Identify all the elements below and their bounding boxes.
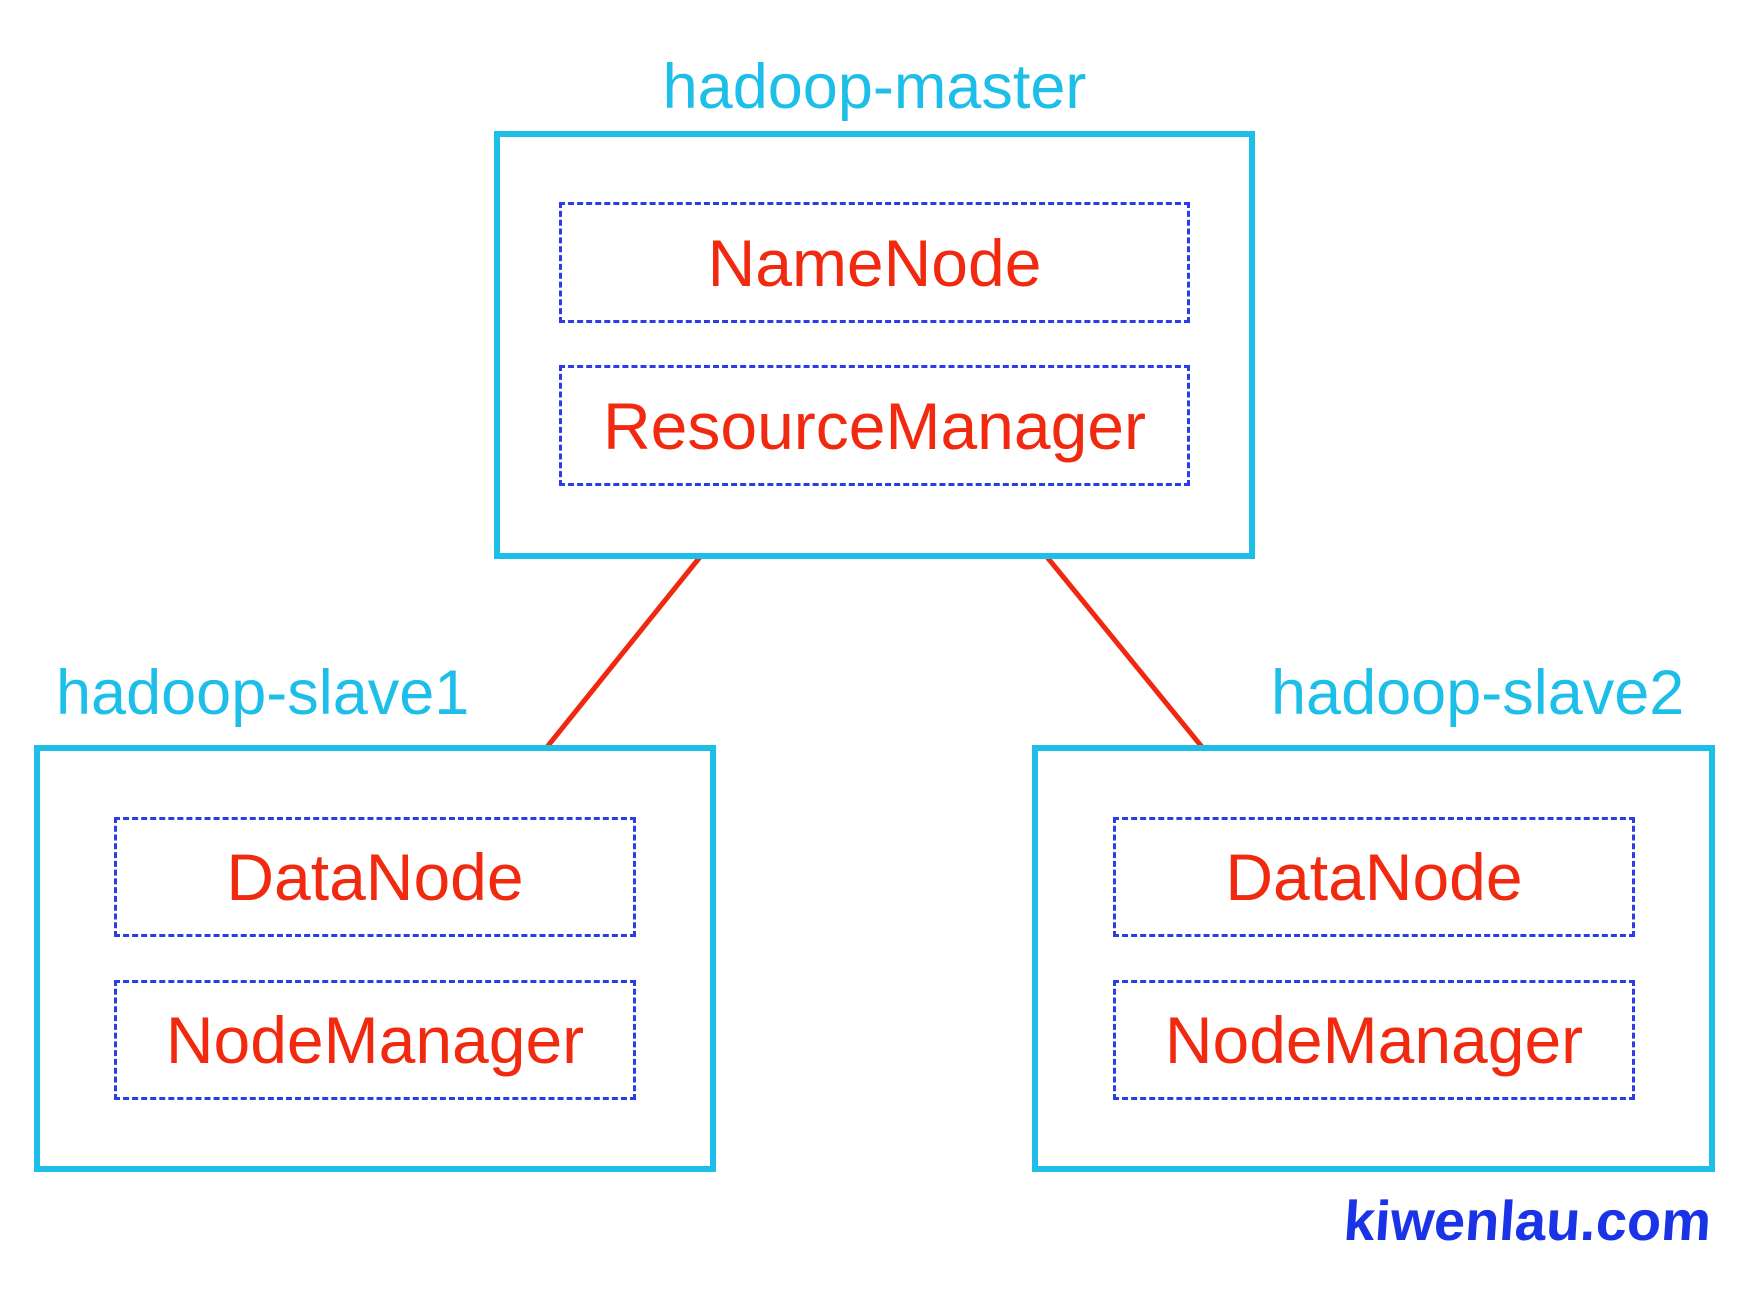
service-label-resourcemanager: ResourceManager: [603, 388, 1146, 463]
host-box-slave1: [34, 745, 716, 1172]
service-box-slave1-datanode: DataNode: [114, 817, 636, 937]
link-master-to-slave2: [1045, 555, 1204, 749]
service-label-slave2-nodemanager: NodeManager: [1164, 1003, 1584, 1077]
service-box-slave1-nodemanager: NodeManager: [114, 980, 636, 1100]
host-label-master: hadoop-master: [662, 52, 1087, 122]
service-label-slave2-datanode: DataNode: [1225, 840, 1523, 914]
service-box-slave2-nodemanager: NodeManager: [1113, 980, 1635, 1100]
watermark-text: kiwenlau.com: [1341, 1189, 1714, 1252]
service-box-resourcemanager: ResourceManager: [559, 365, 1190, 486]
service-box-slave2-datanode: DataNode: [1113, 817, 1635, 937]
service-label-slave1-nodemanager: NodeManager: [165, 1003, 585, 1077]
service-box-namenode: NameNode: [559, 202, 1190, 323]
link-master-to-slave1: [545, 555, 702, 749]
host-label-slave2: hadoop-slave2: [1271, 658, 1685, 728]
host-label-slave1: hadoop-slave1: [56, 658, 470, 728]
service-label-slave1-datanode: DataNode: [226, 840, 524, 914]
host-box-master: [494, 131, 1255, 559]
service-label-namenode: NameNode: [707, 225, 1042, 300]
host-box-slave2: [1032, 745, 1715, 1172]
